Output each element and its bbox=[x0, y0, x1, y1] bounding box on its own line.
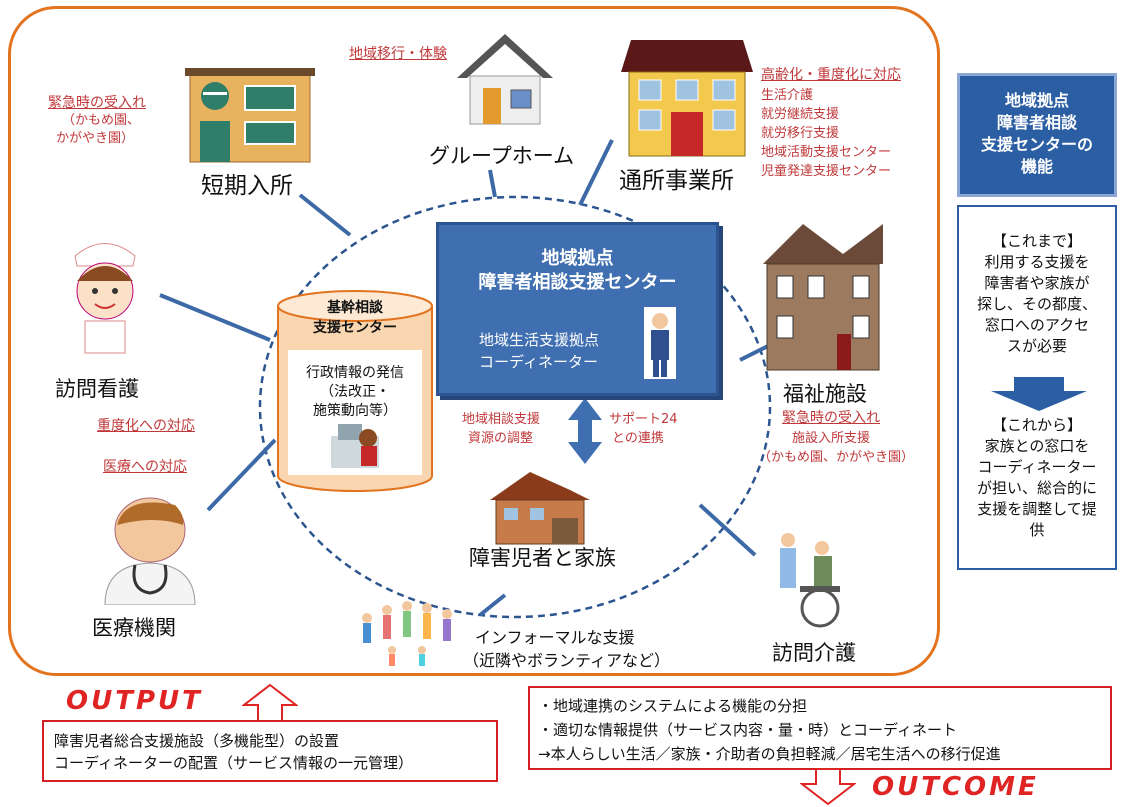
aging-title: 高齢化・重度化に対応 bbox=[761, 67, 901, 83]
family-house-icon bbox=[490, 472, 590, 545]
before-section: 【これまで】 利用する支援を 障害者や家族が 探し、その都度、 窓口へのアクセ … bbox=[959, 231, 1115, 357]
after-section: 【これから】 家族との窓口を コーディネーター が担い、総合的に 支援を調整して… bbox=[959, 415, 1115, 541]
output-line: コーディネーターの配置（サービス情報の一元管理） bbox=[54, 754, 413, 772]
core-body-line: 行政情報の発信 bbox=[306, 365, 404, 381]
after-line: が担い、総合的に bbox=[976, 479, 1097, 497]
transition-label: 地域移行・体験 bbox=[349, 46, 447, 62]
medical-support-label: 医療への対応 bbox=[103, 459, 187, 475]
short-stay-label: 短期入所 bbox=[201, 173, 293, 199]
before-heading: 【これまで】 bbox=[991, 232, 1082, 250]
group-home-label: グループホーム bbox=[429, 144, 575, 168]
function-title-line: 支援センターの bbox=[980, 135, 1093, 154]
function-title-line: 障害者相談 bbox=[996, 113, 1077, 132]
office-building-icon bbox=[621, 40, 753, 157]
down-arrow-icon bbox=[991, 377, 1087, 411]
people-group-icon bbox=[362, 601, 452, 666]
before-line: 探し、その都度、 bbox=[976, 295, 1097, 313]
informal-label-1: インフォーマルな支援 bbox=[475, 628, 635, 647]
hub-title-line: 地域拠点 bbox=[541, 248, 614, 269]
caregiver-wheelchair-icon bbox=[780, 533, 840, 628]
after-heading: 【これから】 bbox=[991, 416, 1082, 434]
core-title-line: 支援センター bbox=[313, 320, 397, 336]
building-icon bbox=[185, 68, 315, 163]
after-line: 家族との窓口を bbox=[984, 437, 1090, 455]
outcome-heading: OUTCOME bbox=[872, 772, 1039, 802]
function-description: 【これまで】 利用する支援を 障害者や家族が 探し、その都度、 窓口へのアクセ … bbox=[957, 205, 1117, 570]
aging-item: 地域活動支援センター bbox=[761, 145, 892, 160]
output-heading: OUTPUT bbox=[66, 686, 203, 716]
function-title-line: 地域拠点 bbox=[1004, 91, 1069, 110]
welfare-facility-label: 福祉施設 bbox=[783, 382, 867, 406]
nurse-icon bbox=[74, 243, 136, 354]
down-arrow-icon bbox=[800, 768, 856, 806]
core-body-line: （法改正・ bbox=[320, 384, 390, 400]
adjust-line-2: 資源の調整 bbox=[468, 431, 534, 446]
home-nursing-label: 訪問看護 bbox=[55, 377, 139, 401]
after-line: 供 bbox=[1029, 521, 1045, 539]
emergency-line-1: （かもめ園、 bbox=[62, 113, 141, 128]
network-frame bbox=[8, 6, 940, 676]
aging-item: 就労移行支援 bbox=[761, 126, 840, 141]
hub-title-line: 障害者相談支援センター bbox=[478, 272, 677, 293]
outcome-box: ・地域連携のシステムによる機能の分担 ・適切な情報提供（サービス内容・量・時）と… bbox=[528, 686, 1112, 770]
support24-line-2: との連携 bbox=[612, 431, 664, 446]
coordinator-icon bbox=[644, 307, 676, 379]
aging-item: 児童発達支援センター bbox=[761, 164, 892, 179]
core-center-cylinder bbox=[277, 290, 433, 492]
core-body: 行政情報の発信 （法改正・ 施策動向等） bbox=[276, 364, 434, 421]
doctor-icon bbox=[104, 497, 196, 605]
home-care-label: 訪問介護 bbox=[772, 641, 856, 665]
facility-admission: 施設入所支援 bbox=[792, 431, 871, 446]
adjust-line-1: 地域相談支援 bbox=[462, 412, 541, 427]
hub-subtitle: 地域生活支援拠点 コーディネーター bbox=[479, 329, 599, 373]
day-service-label: 通所事業所 bbox=[619, 168, 734, 194]
informal-label-2: （近隣やボランティアなど） bbox=[463, 651, 671, 670]
house-icon bbox=[457, 34, 553, 125]
severity-label: 重度化への対応 bbox=[97, 418, 195, 434]
before-line: 障害者や家族が bbox=[984, 274, 1090, 292]
medical-label: 医療機関 bbox=[92, 616, 176, 640]
emergency-line-2: かがやき園） bbox=[56, 131, 135, 146]
aging-item: 就労継続支援 bbox=[761, 107, 840, 122]
core-body-line: 施策動向等） bbox=[313, 403, 397, 419]
after-line: コーディネーター bbox=[977, 458, 1097, 476]
family-label: 障害児者と家族 bbox=[469, 546, 616, 570]
output-line: 障害児者総合支援施設（多機能型）の設置 bbox=[54, 732, 340, 750]
community-hub-box: 地域拠点 障害者相談支援センター 地域生活支援拠点 コーディネーター bbox=[436, 222, 719, 396]
output-box: 障害児者総合支援施設（多機能型）の設置 コーディネーターの配置（サービス情報の一… bbox=[42, 720, 498, 782]
aging-item: 生活介護 bbox=[761, 88, 814, 103]
facility-building-icon bbox=[763, 224, 883, 371]
facility-emergency: 緊急時の受入れ bbox=[782, 410, 880, 426]
hub-title: 地域拠点 障害者相談支援センター bbox=[439, 247, 716, 295]
before-line: 窓口へのアクセ bbox=[984, 316, 1090, 334]
after-line: 支援を調整して提 bbox=[977, 500, 1097, 518]
hub-subtitle-line: 地域生活支援拠点 bbox=[479, 331, 600, 349]
function-title-box: 地域拠点 障害者相談 支援センターの 機能 bbox=[957, 73, 1117, 197]
up-arrow-icon bbox=[242, 683, 298, 722]
outcome-line: ・地域連携のシステムによる機能の分担 bbox=[538, 697, 808, 715]
emergency-title: 緊急時の受入れ bbox=[48, 95, 146, 111]
outcome-line: →本人らしい生活／家族・介助者の負担軽減／居宅生活への移行促進 bbox=[538, 745, 1001, 763]
before-line: 利用する支援を bbox=[984, 253, 1090, 271]
core-title: 基幹相談 支援センター bbox=[276, 298, 434, 338]
two-way-arrow bbox=[568, 398, 602, 464]
outcome-line: ・適切な情報提供（サービス内容・量・時）とコーディネート bbox=[538, 721, 957, 739]
hub-subtitle-line: コーディネーター bbox=[479, 353, 598, 371]
before-line: スが必要 bbox=[1006, 337, 1067, 355]
support24-line-1: サポート24 bbox=[609, 412, 678, 427]
core-title-line: 基幹相談 bbox=[327, 300, 383, 316]
function-title-line: 機能 bbox=[1020, 157, 1053, 176]
facility-names: （かもめ園、かがやき園） bbox=[758, 450, 915, 465]
